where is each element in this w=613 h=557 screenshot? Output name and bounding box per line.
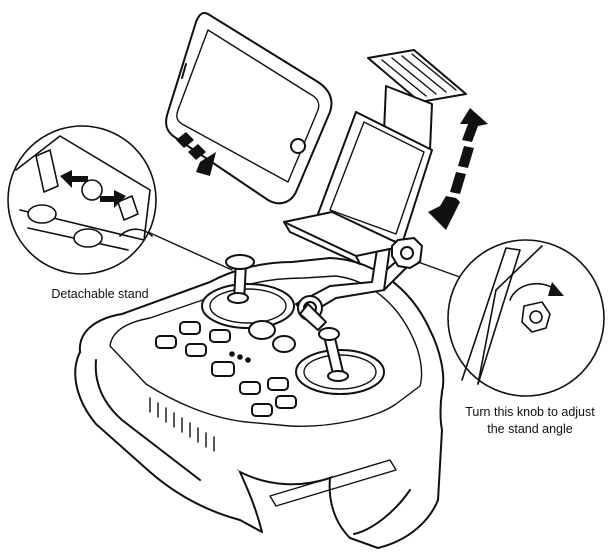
phone-holder [283, 49, 467, 265]
knob-instruction-line-2: the stand angle [487, 422, 573, 436]
controller-buttons [155, 320, 297, 417]
knob-instruction-line-1: Turn this knob to adjust [465, 405, 595, 419]
insert-arrow [176, 132, 216, 176]
right-joystick [318, 327, 349, 382]
left-joystick [225, 254, 255, 304]
detach-callout-circle [7, 125, 233, 275]
adjust-knob [391, 237, 423, 269]
detach-arrows [60, 170, 126, 208]
slide-double-arrow [428, 108, 488, 230]
knob-instruction-label: Turn this knob to adjust the stand angle [455, 404, 605, 438]
detachable-stand-label: Detachable stand [51, 287, 149, 301]
knob-callout-circle [417, 239, 605, 397]
rotate-arrow-icon [548, 282, 564, 296]
vent-slots [149, 397, 215, 452]
controller-body [74, 257, 445, 549]
left-stick-well [201, 283, 295, 329]
phone [165, 12, 333, 205]
